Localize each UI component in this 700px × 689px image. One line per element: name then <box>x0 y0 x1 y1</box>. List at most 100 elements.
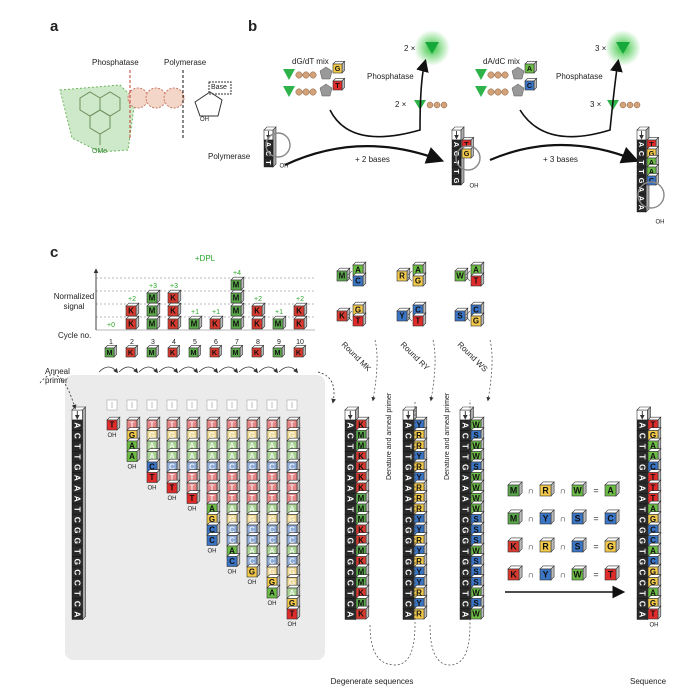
svg-text:M: M <box>233 307 240 316</box>
svg-text:A: A <box>289 589 295 598</box>
svg-text:T: T <box>474 277 479 286</box>
svg-text:C: C <box>169 463 175 472</box>
svg-text:T: T <box>290 484 295 493</box>
svg-text:T: T <box>150 421 155 430</box>
phosphate-bead <box>295 88 303 96</box>
final-base: T <box>647 416 662 431</box>
svg-text:M: M <box>339 272 346 281</box>
template-base: C <box>73 601 83 607</box>
extended-base-faded: A <box>226 447 241 463</box>
phosphatase-label-a: Phosphatase <box>92 58 139 67</box>
template-base: T <box>638 454 648 460</box>
normalized-signal-line1: Normalized <box>53 292 95 301</box>
increment-label: +4 <box>233 270 241 277</box>
svg-text:K: K <box>358 610 364 619</box>
template-base: C <box>404 433 414 439</box>
increment-label: +3 <box>149 283 157 290</box>
template-base: C <box>346 580 356 586</box>
eq-term-a: K <box>507 537 523 553</box>
svg-text:A: A <box>269 505 275 514</box>
eq-result: T <box>604 565 620 581</box>
cycle-number: 3 <box>151 339 155 346</box>
template-base: A <box>404 475 414 481</box>
svg-text:R: R <box>399 272 405 281</box>
added-base-3: A <box>646 163 660 177</box>
phosphate-bead <box>309 71 317 79</box>
svg-text:A: A <box>169 442 175 451</box>
signal-block: M <box>146 302 161 317</box>
extended-base-faded: T <box>266 416 281 431</box>
svg-text:M: M <box>358 547 365 556</box>
increment-label: +2 <box>128 296 136 303</box>
extended-base-faded: T <box>226 468 241 484</box>
round-base: R <box>413 458 428 473</box>
svg-text:T: T <box>416 317 421 326</box>
template-base: T <box>264 160 273 165</box>
svg-text:M: M <box>510 513 517 523</box>
svg-text:R: R <box>416 442 422 451</box>
cycle-reagent: K <box>167 344 181 358</box>
eq-term-a: M <box>507 481 523 497</box>
cycle-arc <box>158 366 179 374</box>
svg-text:G: G <box>269 578 275 587</box>
pair-degenerate: M <box>336 267 351 282</box>
svg-text:C: C <box>289 526 295 535</box>
increment-label: +3 <box>170 283 178 290</box>
template-base: T <box>404 507 414 513</box>
svg-text:T: T <box>250 484 255 493</box>
template-base: C <box>73 569 83 575</box>
signal-block: K <box>167 315 182 330</box>
base-cube-t: T <box>332 77 346 91</box>
template-base: A <box>346 422 356 428</box>
extended-base-faded: C <box>186 458 201 473</box>
extended-base-faded: A <box>166 447 181 463</box>
svg-text:A: A <box>229 547 235 556</box>
svg-text:M: M <box>191 348 197 357</box>
svg-text:K: K <box>212 320 218 329</box>
eq-term-b: R <box>539 481 555 497</box>
template-base: A <box>73 485 83 491</box>
template-base: T <box>461 507 471 513</box>
final-base: A <box>647 542 662 557</box>
cycle-reagent: M <box>272 344 286 358</box>
template-cell <box>402 608 414 620</box>
svg-text:S: S <box>457 312 463 321</box>
pair-base-bottom: T <box>412 312 427 327</box>
svg-text:C: C <box>149 463 155 472</box>
svg-text:A: A <box>129 452 135 461</box>
svg-text:C: C <box>189 463 195 472</box>
svg-text:K: K <box>358 463 364 472</box>
final-base: A <box>647 584 662 599</box>
extended-base-faded: T <box>166 468 181 484</box>
extended-base-faded: T <box>146 416 161 431</box>
svg-text:T: T <box>150 473 155 482</box>
svg-text:A: A <box>209 452 215 461</box>
template-base: C <box>637 151 646 156</box>
svg-text:T: T <box>170 473 175 482</box>
svg-text:T: T <box>190 484 195 493</box>
svg-text:C: C <box>607 513 614 523</box>
extended-base-faded: T <box>206 479 221 494</box>
sequence-label: Sequence <box>629 677 667 686</box>
cycle-reagent: M <box>104 344 118 358</box>
template-base: C <box>346 569 356 575</box>
signal-block: K <box>251 315 266 330</box>
svg-text:C: C <box>229 526 235 535</box>
svg-text:G: G <box>209 431 215 440</box>
cap-symbol: ∩ <box>528 513 534 523</box>
round-base: Y <box>413 447 428 463</box>
round-base: K <box>355 479 370 494</box>
svg-text:C: C <box>473 306 479 315</box>
svg-text:K: K <box>339 312 345 321</box>
round-base: K <box>355 458 370 473</box>
template-base: A <box>404 611 414 617</box>
template-base: T <box>73 454 83 460</box>
added-base-4: C <box>646 172 660 186</box>
round-base: Y <box>413 510 428 526</box>
count-top-2: 3 × <box>595 44 607 53</box>
svg-text:K: K <box>296 320 302 329</box>
svg-text:T: T <box>335 81 340 90</box>
final-base: A <box>647 500 662 515</box>
round-base: Y <box>413 521 428 536</box>
bases-added-2: + 3 bases <box>543 155 578 164</box>
